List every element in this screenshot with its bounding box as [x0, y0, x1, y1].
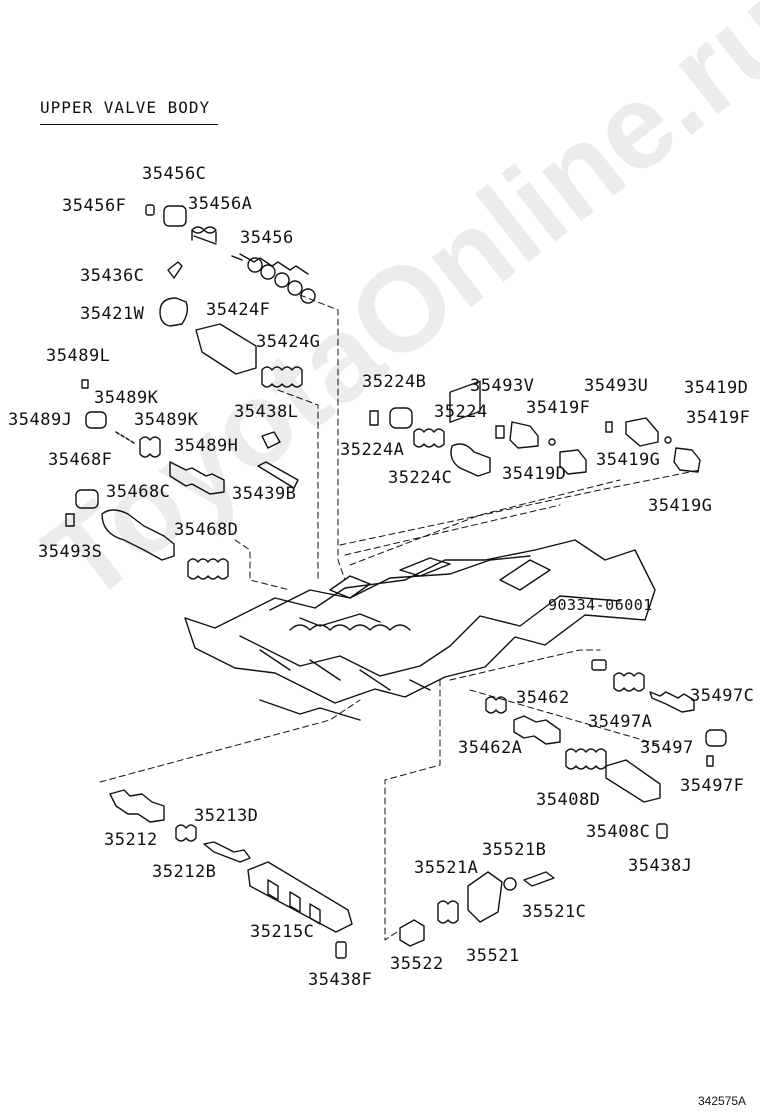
part-label: 35493V [470, 376, 535, 396]
part-label: 35439B [232, 484, 297, 504]
part-label: 35468F [48, 450, 113, 470]
part-label: 35212B [152, 862, 217, 882]
leader-lower-mid [384, 679, 441, 941]
part-label: 35497 [640, 738, 694, 758]
lower-left-parts [109, 789, 353, 959]
part-label: 35521A [414, 858, 479, 878]
part-label: 35438L [234, 402, 299, 422]
lower-middle-parts [399, 871, 555, 947]
part-label: 35493U [584, 376, 649, 396]
right-middle-parts [485, 659, 727, 839]
part-label: 35497F [680, 776, 745, 796]
leader-right-c [349, 479, 621, 566]
part-label: 35468C [106, 482, 171, 502]
leader-upper-left-b [277, 389, 319, 581]
part-label: 35419F [526, 398, 591, 418]
part-label: 35419G [596, 450, 661, 470]
part-label: 35224 [434, 402, 488, 422]
part-label: 35424F [206, 300, 271, 320]
leader-right-b [344, 504, 561, 556]
part-label: 35438J [628, 856, 693, 876]
part-label: 35436C [80, 266, 145, 286]
part-label: 35489K [94, 388, 159, 408]
part-label: 35408D [536, 790, 601, 810]
upper-left-spools [65, 204, 316, 580]
leader-upper-left-c [234, 539, 291, 591]
part-label: 35224C [388, 468, 453, 488]
part-label: 90334-06001 [548, 596, 653, 614]
part-label: 35224B [362, 372, 427, 392]
part-label: 35215C [250, 922, 315, 942]
part-label: 35419F [686, 408, 751, 428]
part-label: 35521C [522, 902, 587, 922]
part-label: 35497A [588, 712, 653, 732]
leader-upper-left-a [299, 294, 346, 581]
title-underline [40, 124, 218, 125]
part-label: 35212 [104, 830, 158, 850]
part-label: 35489K [134, 410, 199, 430]
part-label: 35462 [516, 688, 570, 708]
leader-right-a [339, 469, 701, 546]
part-label: 35456F [62, 196, 127, 216]
part-label: 35462A [458, 738, 523, 758]
part-label: 35489J [8, 410, 73, 430]
part-label: 35456A [188, 194, 253, 214]
part-label: 35468D [174, 520, 239, 540]
part-label: 35456 [240, 228, 294, 248]
valve-body-casting [184, 380, 656, 721]
part-label: 35493S [38, 542, 103, 562]
leader-lower-right [449, 649, 601, 681]
diagram-title: UPPER VALVE BODY [40, 98, 211, 117]
leader-lower-right-b [469, 689, 661, 746]
part-label: 35419D [684, 378, 749, 398]
part-label: 35419D [502, 464, 567, 484]
part-label: 35419G [648, 496, 713, 516]
part-label: 35497C [690, 686, 755, 706]
part-label: 35424G [256, 332, 321, 352]
part-label: 35521 [466, 946, 520, 966]
upper-right-spools [369, 407, 701, 477]
part-label: 35438F [308, 970, 373, 990]
part-label: 35521B [482, 840, 547, 860]
part-label: 35456C [142, 164, 207, 184]
part-label: 35522 [390, 954, 444, 974]
part-label: 35408C [586, 822, 651, 842]
part-label: 35213D [194, 806, 259, 826]
figure-code: 342575A [698, 1094, 747, 1108]
leader-lines [99, 294, 701, 941]
leader-lower-left [99, 699, 361, 783]
part-label: 35489H [174, 436, 239, 456]
part-label: 35489L [46, 346, 111, 366]
part-label: 35421W [80, 304, 145, 324]
part-label: 35224A [340, 440, 405, 460]
